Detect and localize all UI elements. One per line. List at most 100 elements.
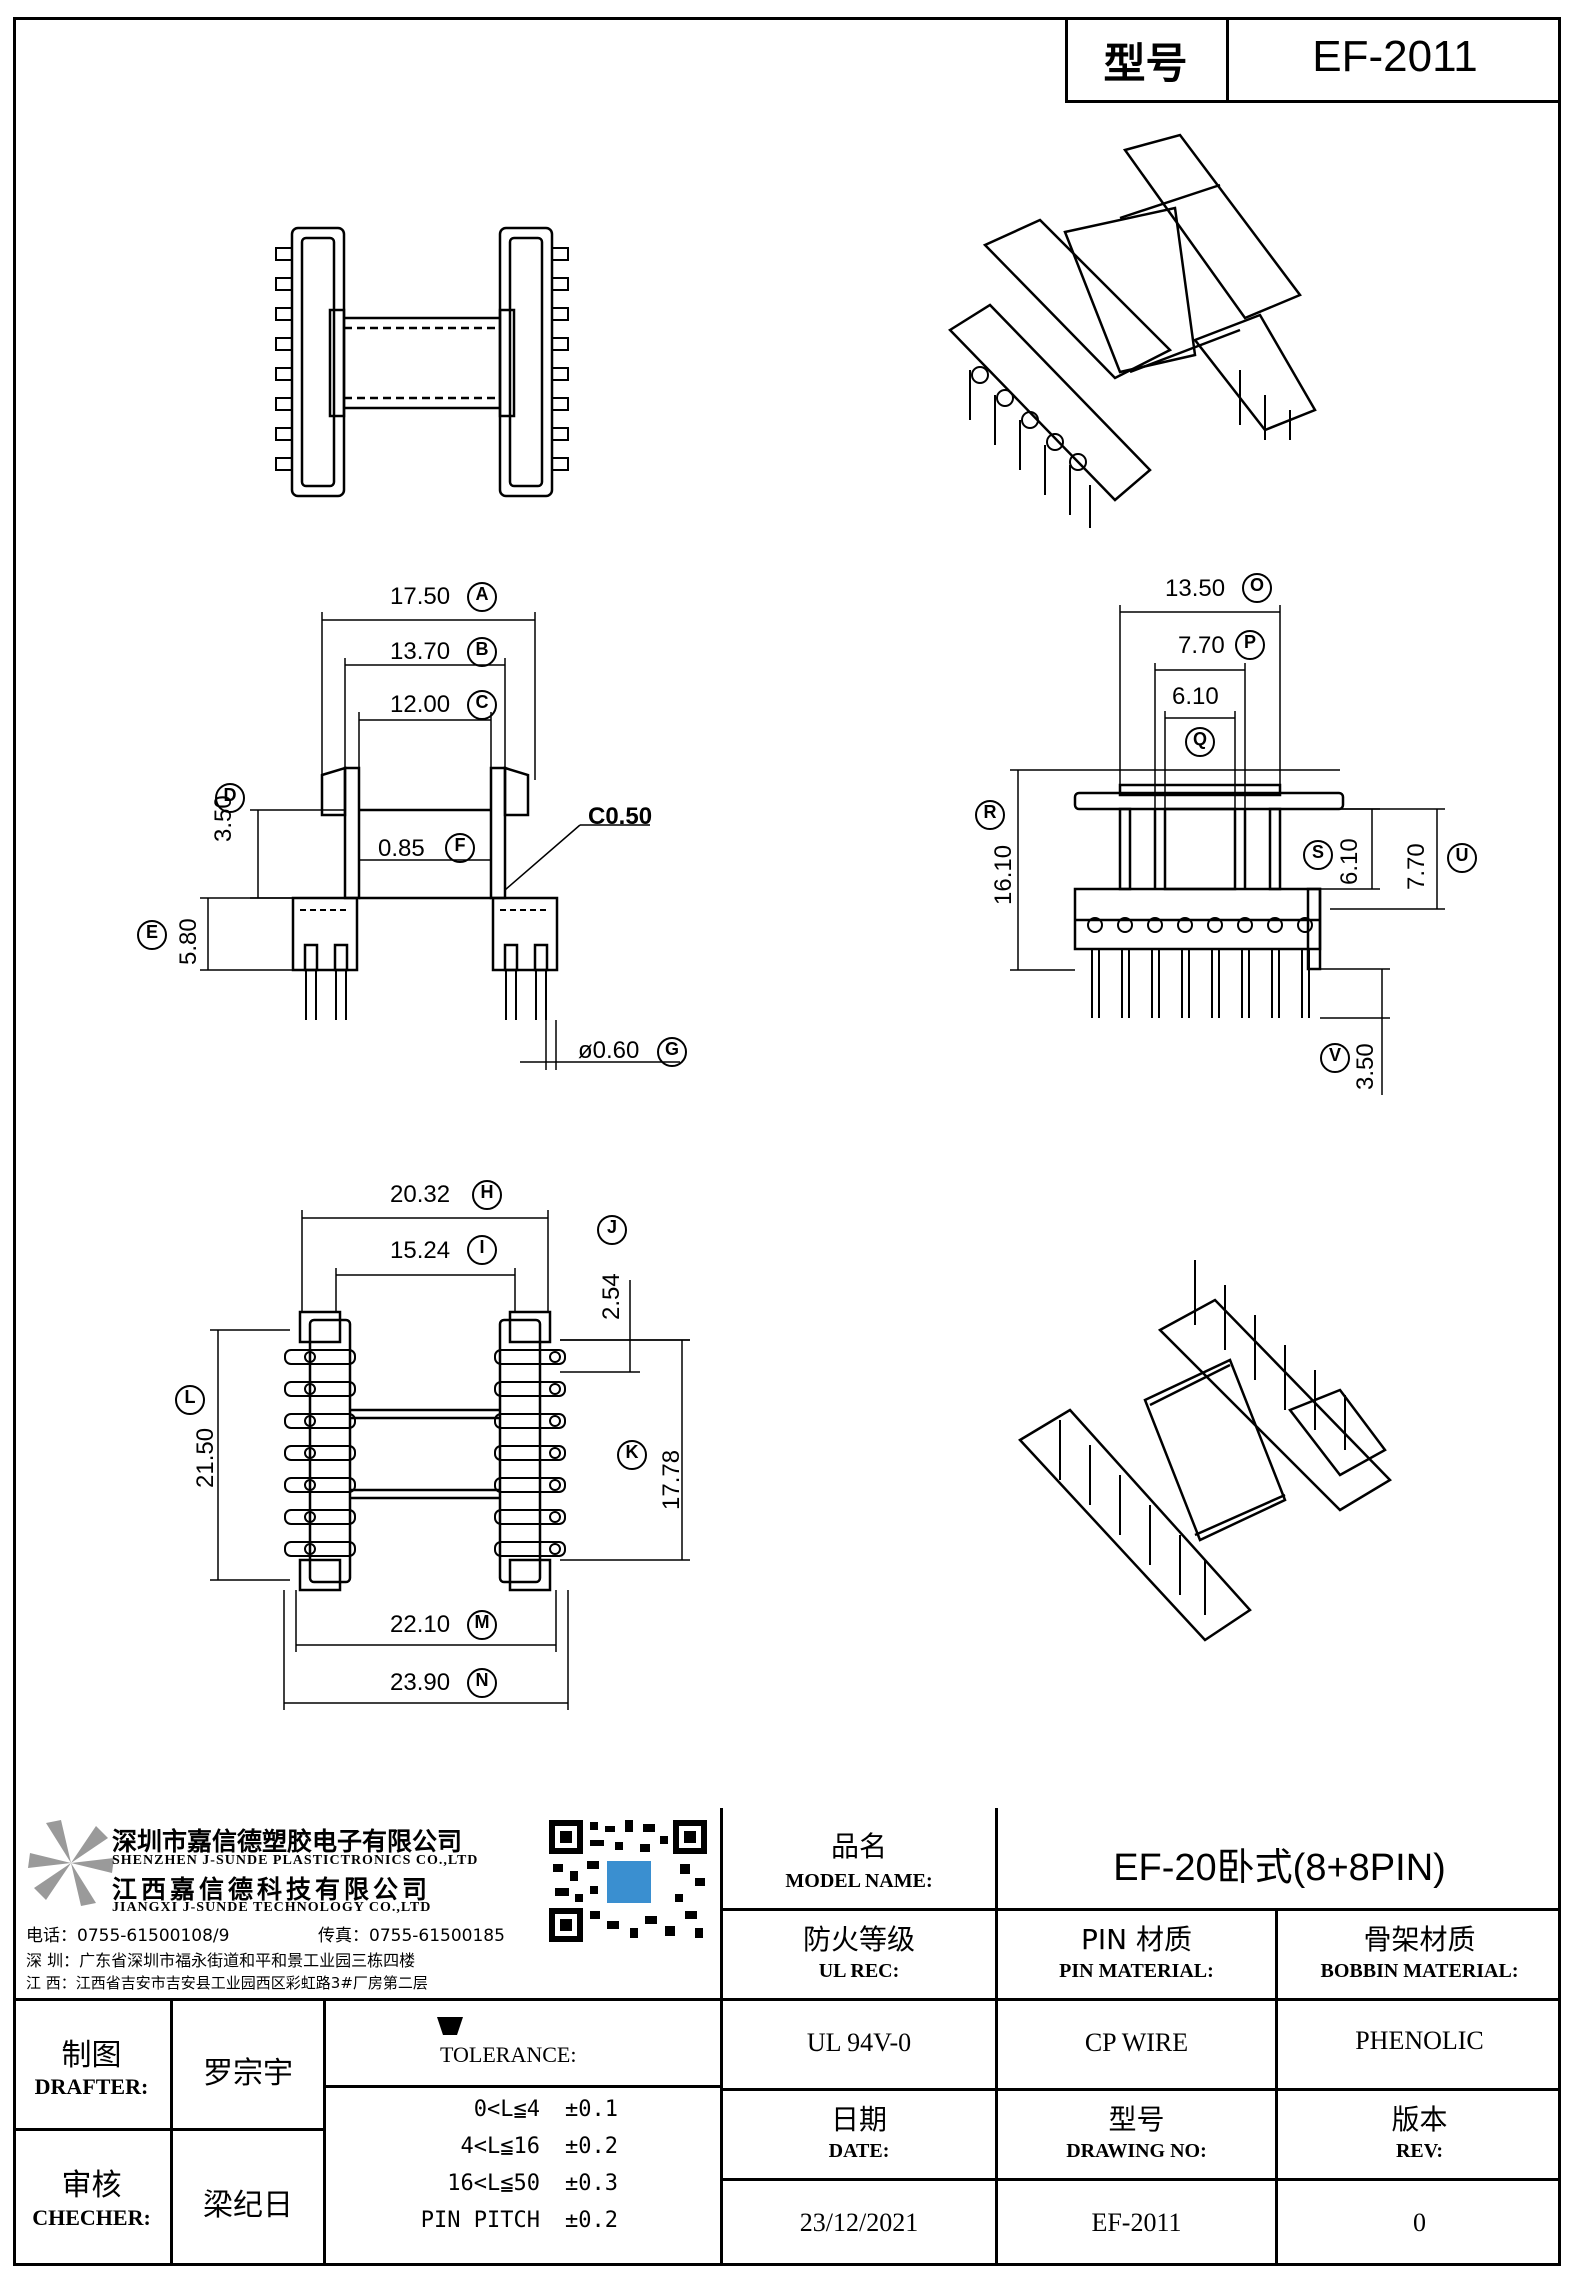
dim-h-tag: H [480,1182,494,1202]
pin-material-label-cn: PIN 材质 [1081,1923,1192,1956]
dim-k-tag: K [625,1442,639,1462]
date-label-en: DATE: [828,2140,890,2162]
dim-j-tag: J [606,1217,617,1237]
pin-material-value: CP WIRE [1084,2028,1189,2057]
model-name-label-cn: 品名 [830,1830,887,1863]
model-number-value: EF-2011 [1312,32,1478,81]
dim-u-tag: U [1455,845,1469,865]
dim-n-value: 23.90 [390,1669,451,1696]
tolerance-label: TOLERANCE: [440,2042,577,2067]
company-logo [28,1820,114,1906]
dim-l-tag: L [184,1387,196,1407]
tolerance-value-4: ±0.2 [565,2208,618,2233]
company-name-sz: 深圳市嘉信德塑胶电子有限公司 [112,1827,463,1856]
model-name-label-en: MODEL NAME: [785,1870,933,1892]
dim-i-value: 15.24 [390,1237,451,1264]
drawing-border [13,17,1561,2266]
dim-r-tag: R [983,802,997,822]
dim-c-value: 12.00 [390,691,451,718]
tolerance-range-2: 4<L≦16 [460,2134,540,2159]
tolerance-range-3: 16<L≦50 [447,2171,540,2196]
tolerance-value-1: ±0.1 [565,2097,618,2122]
company-name-jx-en: JIANGXI J-SUNDE TECHNOLOGY CO.,LTD [112,1900,432,1915]
company-phone: 电话：0755-61500108/9 [26,1926,230,1946]
drafter-name: 罗宗宇 [203,2056,293,2091]
iso-view-bottom [1018,1260,1392,1642]
dim-v-tag: V [1328,1045,1341,1065]
tolerance-value-2: ±0.2 [565,2134,618,2159]
dim-p-tag: P [1243,632,1256,652]
ul-rec-value: UL 94V-0 [806,2028,912,2057]
dim-s-value: 6.10 [1336,838,1363,885]
front-view [1073,783,1345,1018]
dim-f-tag: F [454,835,466,855]
drawing-no-label-cn: 型号 [1108,2103,1165,2136]
model-name-value: EF-20卧式(8+8PIN) [1113,1847,1446,1889]
dim-o-tag: O [1249,575,1264,595]
date-label-cn: 日期 [830,2103,887,2136]
checker-label-cn: 审核 [61,2168,122,2203]
dim-a-value: 17.50 [390,583,451,610]
dim-g-tag: G [664,1039,679,1059]
technical-drawing [137,133,1477,1710]
bobbin-material-value: PHENOLIC [1355,2026,1484,2055]
dim-m-value: 22.10 [390,1611,451,1638]
dim-i-tag: I [479,1237,485,1257]
first-angle-projection-icon [437,2017,463,2035]
company-name-jx: 江西嘉信德科技有限公司 [112,1875,432,1904]
dim-b-tag: B [475,639,489,659]
dim-u-value: 7.70 [1403,843,1430,890]
top-view [275,226,569,498]
dim-c-tag: C [475,692,489,712]
qr-code [545,1816,713,1946]
dim-d-tag: D [223,785,237,805]
dim-q-tag: Q [1192,729,1207,749]
chamfer-label: C0.50 [588,803,653,830]
company-fax: 传真：0755-61500185 [318,1926,505,1946]
checker-name: 梁纪日 [203,2188,293,2223]
dim-g-value: ø0.60 [578,1037,640,1064]
model-number-box [1065,17,1561,103]
rev-value: 0 [1413,2208,1426,2237]
drafter-label-en: DRAFTER: [34,2074,149,2099]
company-name-sz-en: SHENZHEN J-SUNDE PLASTICTRONICS CO.,LTD [112,1853,479,1868]
company-address-sz: 深 圳：广东省深圳市福永街道和平和景工业园三栋四楼 [26,1951,416,1970]
model-number-label: 型号 [1103,39,1188,88]
dim-l-value: 21.50 [192,1427,219,1488]
dim-o-value: 13.50 [1165,575,1226,602]
drafter-label-cn: 制图 [61,2038,122,2073]
date-value: 23/12/2021 [799,2208,919,2237]
ul-rec-label-en: UL REC: [818,1960,900,1982]
dim-p-value: 7.70 [1178,632,1225,659]
dim-a-tag: A [475,584,489,604]
dim-e-value: 5.80 [175,918,202,965]
dim-f-value: 0.85 [378,835,425,862]
ul-rec-label-cn: 防火等级 [802,1923,915,1956]
dim-n-tag: N [475,1670,489,1690]
rev-label-cn: 版本 [1391,2103,1448,2136]
dim-s-tag: S [1311,842,1324,862]
dim-j-value: 2.54 [598,1273,625,1320]
iso-view-top [948,133,1317,528]
bottom-view [284,1310,566,1592]
dim-v-value: 3.50 [1352,1043,1379,1090]
tolerance-range-4: PIN PITCH [420,2208,540,2233]
side-view [291,766,559,1020]
dim-m-tag: M [474,1612,490,1632]
checker-label-en: CHECHER: [32,2205,151,2230]
rev-label-en: REV: [1395,2140,1444,2162]
tolerance-value-3: ±0.3 [565,2171,618,2196]
company-address-jx: 江 西：江西省吉安市吉安县工业园西区彩虹路3#厂房第二层 [26,1974,428,1992]
dim-r-value: 16.10 [990,844,1017,905]
dim-q-value: 6.10 [1172,683,1219,710]
drawing-no-label-en: DRAWING NO: [1066,2140,1207,2162]
tolerance-range-1: 0<L≦4 [473,2097,540,2122]
dim-h-value: 20.32 [390,1181,451,1208]
dim-e-tag: E [145,922,158,942]
dim-b-value: 13.70 [390,638,451,665]
bobbin-material-label-cn: 骨架材质 [1363,1923,1476,1956]
bobbin-material-label-en: BOBBIN MATERIAL: [1320,1960,1519,1982]
pin-material-label-en: PIN MATERIAL: [1059,1960,1214,1982]
dim-k-value: 17.78 [658,1449,685,1510]
